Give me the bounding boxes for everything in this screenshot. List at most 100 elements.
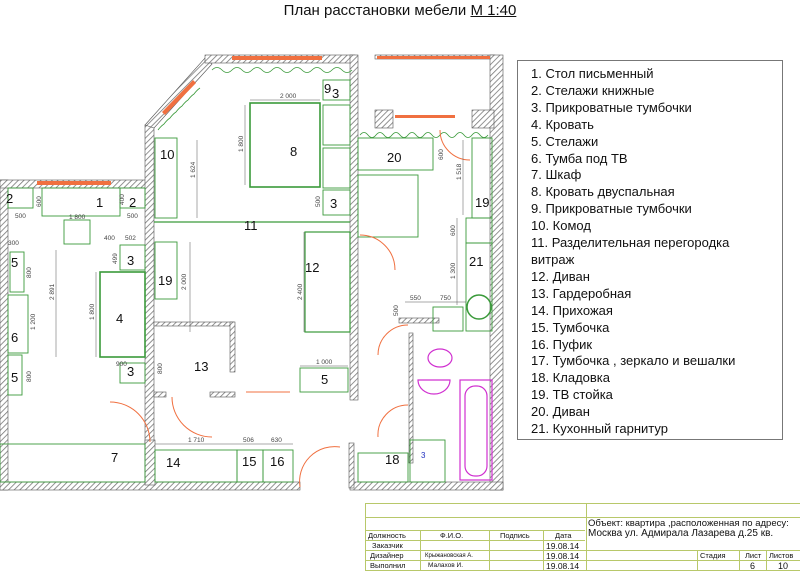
legend-item: 9. Прикроватные тумбочки	[531, 201, 692, 217]
legend-item: 11. Разделительная перегородка	[531, 235, 730, 251]
dim-label: 630	[271, 437, 282, 444]
dim-label: 502	[125, 235, 136, 242]
floor-plan: 2 1 2 10 8 9 3 3 11 3 5 19 12 4 6 5 3 13…	[0, 54, 504, 491]
dim-label: 506	[243, 437, 254, 444]
dim-label: 500	[393, 305, 400, 316]
label-8: 8	[290, 144, 297, 159]
dim-label: 2 000	[181, 273, 188, 290]
label-7: 7	[111, 450, 118, 465]
legend-item: 18. Кладовка	[531, 370, 610, 386]
label-3: 3	[330, 196, 337, 211]
label-18: 18	[385, 452, 399, 467]
role-cell: Дизайнер	[370, 551, 404, 560]
dim-label: 1 710	[188, 437, 205, 444]
label-16: 16	[270, 454, 284, 469]
dim-label: 750	[440, 295, 451, 302]
object-line-1: Объект: квартира ,расположенная по адрес…	[588, 518, 789, 529]
dim-label: 600	[36, 196, 43, 207]
furniture	[0, 79, 493, 483]
label-9: 9	[324, 81, 331, 96]
label-3: 3	[127, 253, 134, 268]
dim-label: 600	[438, 149, 445, 160]
label-19: 19	[158, 273, 172, 288]
sheet-value: 6	[750, 561, 756, 571]
dim-label: 1 518	[456, 163, 463, 180]
dim-label: 1 000	[316, 359, 333, 366]
label-1: 1	[96, 195, 103, 210]
dim-label: 300	[8, 240, 19, 247]
role-cell: Выполнил	[370, 561, 406, 570]
dim-label: 800	[26, 267, 33, 278]
date-cell: 19.08.14	[546, 541, 580, 551]
role-cell: Заказчик	[372, 541, 403, 550]
legend-item: 4. Кровать	[531, 116, 594, 132]
legend-item: 21. Кухонный гарнитур	[531, 421, 668, 437]
stage-label: Стадия	[700, 551, 726, 560]
header-date: Дата	[555, 531, 572, 540]
date-cell: 19.08.14	[546, 561, 580, 571]
legend-item: 5. Стелажи	[531, 133, 599, 149]
sheets-value: 10	[778, 561, 789, 571]
dim-label: 800	[26, 371, 33, 382]
legend-item: 7. Шкаф	[531, 167, 582, 183]
header-name: Ф.И.О.	[440, 531, 464, 540]
label-11: 11	[244, 218, 258, 233]
name-cell: Малахов И.	[428, 562, 464, 569]
dim-label: 500	[315, 196, 322, 207]
label-2: 2	[6, 191, 13, 206]
dim-label: 1 800	[69, 214, 86, 221]
dim-label: 2 000	[280, 93, 297, 100]
legend-item: 8. Кровать двуспальная	[531, 184, 675, 200]
dim-label: 500	[127, 213, 138, 220]
dim-label: 550	[410, 295, 421, 302]
walls	[0, 54, 504, 491]
label-19: 19	[475, 195, 489, 210]
legend-item: 15. Тумбочка	[531, 319, 610, 335]
doors	[109, 129, 471, 488]
object-line-2: Москва ул. Адмирала Лазарева д.25 кв.	[588, 528, 774, 539]
dim-label: 1 624	[190, 161, 197, 178]
label-5: 5	[11, 255, 18, 270]
label-14: 14	[166, 455, 180, 470]
dim-label: 500	[15, 213, 26, 220]
dim-label: 2 891	[49, 283, 56, 300]
label-4: 4	[116, 311, 123, 326]
name-cell: Крыжановская А.	[425, 553, 473, 559]
dim-label: 600	[450, 225, 457, 236]
sheets-label: Листов	[769, 551, 794, 560]
legend-item: витраж	[531, 251, 575, 267]
label-6: 6	[11, 330, 18, 345]
legend-item: 2. Стелажи книжные	[531, 82, 655, 98]
label-15: 15	[242, 454, 256, 469]
dim-label: 1 300	[450, 262, 457, 279]
dim-label: 1 200	[30, 313, 37, 330]
legend: 1. Стол письменный 2. Стелажи книжные 3.…	[517, 60, 783, 440]
legend-item: 10. Комод	[531, 218, 591, 234]
legend-item: 17. Тумбочка , зеркало и вешалки	[531, 353, 736, 369]
label-3: 3	[127, 364, 134, 379]
header-role: Должность	[368, 531, 406, 540]
scale-label: М 1:40	[470, 2, 517, 19]
label-20: 20	[387, 150, 401, 165]
legend-item: 13. Гардеробная	[531, 285, 632, 301]
label-21: 21	[469, 254, 483, 269]
title-text: План расстановки мебели	[283, 2, 467, 19]
legend-item: 14. Прихожая	[531, 302, 613, 318]
dim-label: 1 800	[238, 135, 245, 152]
label-2: 2	[129, 195, 136, 210]
dimensions: 2 000 1 800 1 624 500 600 400 500 1 800 …	[8, 93, 463, 444]
dim-label: 1 800	[89, 303, 96, 320]
drawing-title: План расстановки мебели М 1:40	[0, 2, 800, 19]
label-3: 3	[332, 86, 339, 101]
legend-item: 16. Пуфик	[531, 336, 593, 352]
label-10: 10	[160, 147, 174, 162]
label-13: 13	[194, 359, 208, 374]
dimension-lines	[55, 99, 466, 445]
dim-label: 900	[116, 361, 127, 368]
dim-label: 499	[112, 253, 119, 264]
room-labels: 2 1 2 10 8 9 3 3 11 3 5 19 12 4 6 5 3 13…	[6, 81, 489, 470]
date-cell: 19.08.14	[546, 551, 580, 561]
label-3-blue: 3	[421, 451, 426, 460]
legend-item: 3. Прикроватные тумбочки	[531, 99, 692, 115]
dim-label: 400	[104, 235, 115, 242]
